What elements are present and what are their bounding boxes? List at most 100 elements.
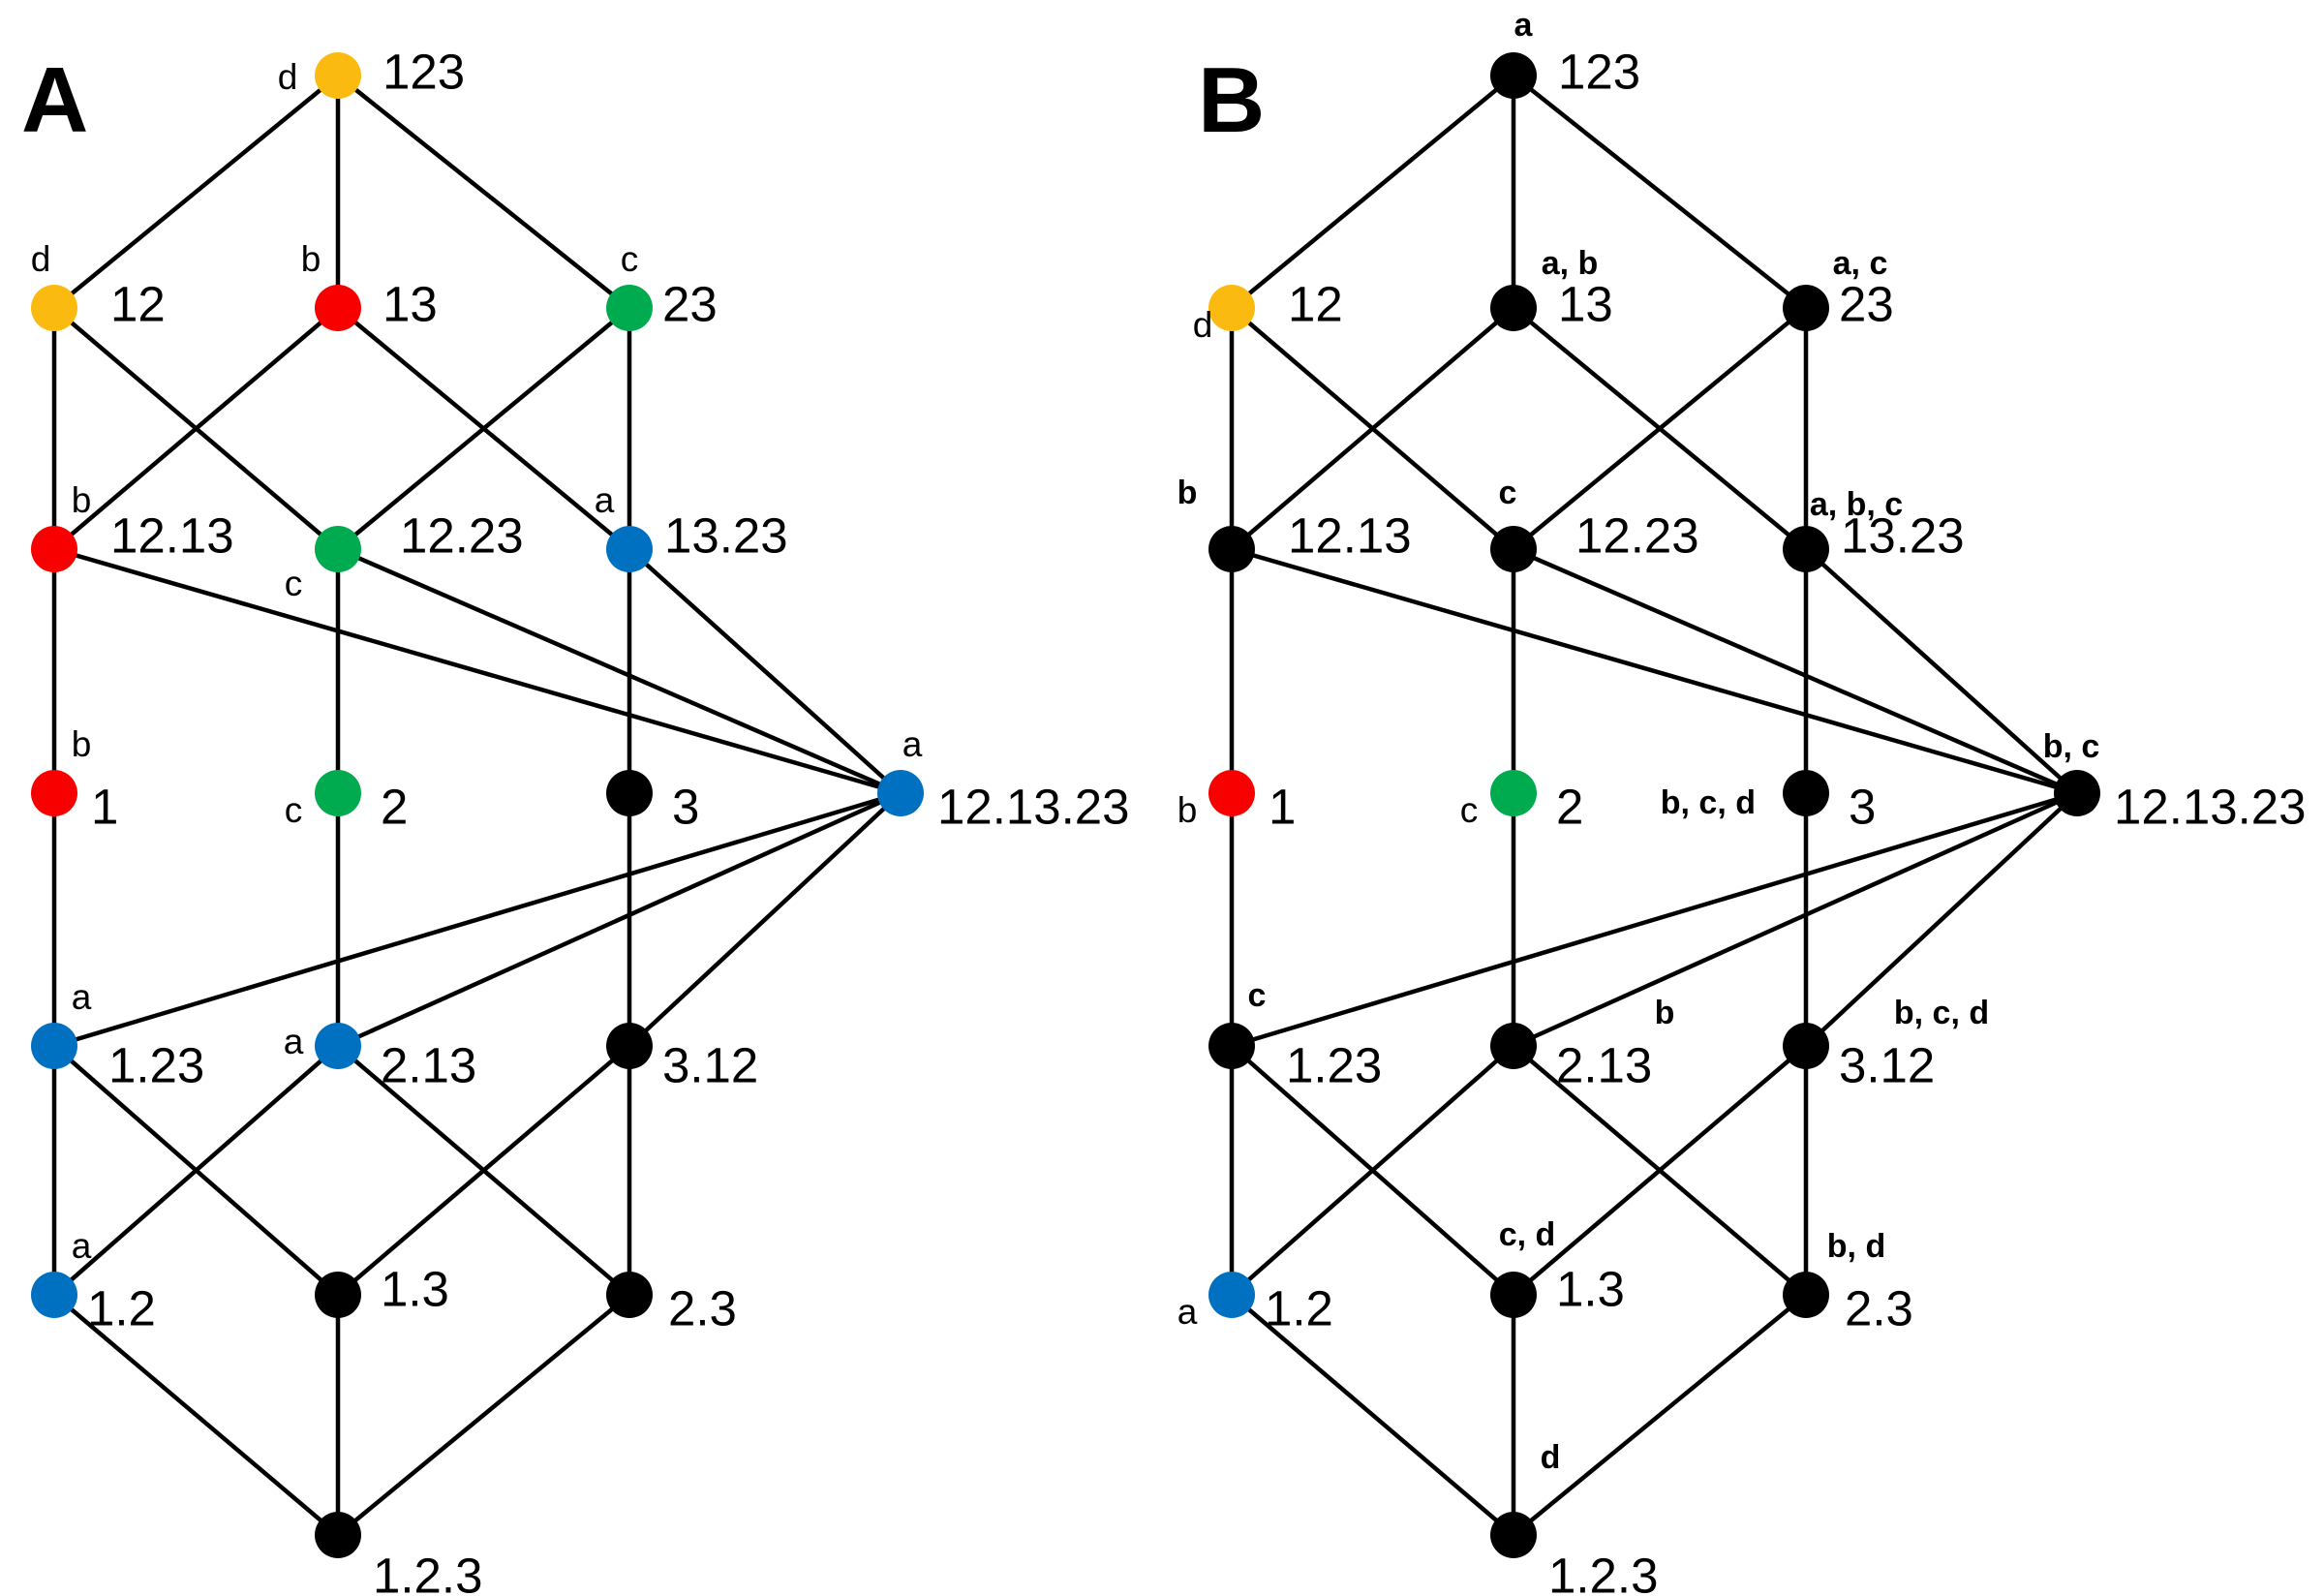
panel-a-node-label-12-13: 12.13 bbox=[110, 507, 234, 563]
panel-a-edge-12-13-23-to-3-12 bbox=[627, 791, 902, 1048]
panel-a-node-label-3: 3 bbox=[672, 779, 699, 834]
panel-b-edge-12-13-23-to-1-23 bbox=[1231, 790, 2078, 1049]
panel-a-node-marker-13 bbox=[315, 285, 361, 331]
panel-b-node-marker-2-3 bbox=[1783, 1272, 1829, 1318]
panel-a-edge-13-23-to-12-13-23 bbox=[627, 547, 902, 795]
panel-b-node-2: 2c bbox=[1460, 770, 1583, 834]
panel-b-node-marker-13-23 bbox=[1783, 526, 1829, 572]
panel-a-node-label-2: 2 bbox=[381, 779, 408, 834]
panel-a-node-annotation-12-13: b bbox=[72, 480, 92, 520]
panel-a-node-label-12-13-23: 12.13.23 bbox=[937, 779, 1130, 834]
panel-a-node-annotation-12: d bbox=[31, 239, 51, 279]
panel-b-node-marker-12-13 bbox=[1208, 526, 1255, 572]
panel-a-node-13: 13b bbox=[301, 239, 438, 332]
panel-b-node-label-12-13: 12.13 bbox=[1288, 507, 1412, 563]
panel-b-node-1-2-3: 1.2.3d bbox=[1490, 1439, 1658, 1596]
panel-b-node-label-1-3: 1.3 bbox=[1556, 1261, 1625, 1316]
panel-a-node-label-3-12: 3.12 bbox=[662, 1037, 758, 1092]
panel-a-node-annotation-1: b bbox=[72, 724, 92, 764]
panel-b-node-annotation-2-3: b, d bbox=[1827, 1228, 1885, 1265]
panel-a-edge-3-12-to-1-3 bbox=[336, 1044, 631, 1297]
panel-b-node-annotation-23: a, c bbox=[1833, 245, 1888, 282]
panel-a-node-2-3: 2.3 bbox=[606, 1272, 737, 1335]
panel-b-edge-1-2-to-1-2-3 bbox=[1230, 1293, 1515, 1537]
panel-b-node-label-1: 1 bbox=[1269, 779, 1296, 834]
panel-a-node-marker-12-13 bbox=[31, 526, 77, 572]
panel-b-node-1-23: 1.23c bbox=[1208, 977, 1382, 1092]
panel-a-node-label-23: 23 bbox=[662, 276, 718, 331]
panel-a-node-marker-3-12 bbox=[606, 1023, 653, 1069]
panel-a-node-label-1-2: 1.2 bbox=[87, 1280, 156, 1335]
panel-b-node-13: 13a, b bbox=[1490, 245, 1613, 331]
panel-a-node-marker-23 bbox=[606, 285, 653, 331]
panel-a-edge-1-2-to-1-2-3 bbox=[52, 1293, 340, 1537]
panel-b-node-annotation-1-3: c, d bbox=[1499, 1216, 1556, 1253]
panel-a-node-label-2-13: 2.13 bbox=[381, 1037, 476, 1092]
panel-a-node-marker-2-3 bbox=[606, 1272, 653, 1318]
panel-a-node-annotation-2-13: a bbox=[284, 1022, 304, 1061]
panel-a-node-12-23: 12.23c bbox=[285, 507, 524, 602]
panel-b-node-label-2-13: 2.13 bbox=[1556, 1037, 1652, 1092]
panel-b-node-label-23: 23 bbox=[1839, 276, 1894, 331]
panel-a-edge-23-to-12-23 bbox=[336, 306, 631, 551]
panel-a-edge-123-to-23 bbox=[336, 74, 631, 310]
panel-a-node-marker-1-3 bbox=[315, 1272, 361, 1318]
panel-a-node-12: 12d bbox=[31, 239, 166, 332]
panel-b-node-label-13-23: 13.23 bbox=[1841, 507, 1965, 563]
panel-a-edges bbox=[51, 74, 902, 1537]
panel-b-node-3: 3b, c, d bbox=[1661, 770, 1876, 834]
panel-a-node-marker-1-23 bbox=[31, 1023, 77, 1069]
panel-b-node-annotation-12-13-23: b, c bbox=[2043, 728, 2100, 765]
panel-a-node-13-23: 13.23a bbox=[595, 480, 788, 572]
panel-b-edge-3-12-to-1-3 bbox=[1512, 1044, 1808, 1297]
panel-b-node-label-1-2: 1.2 bbox=[1265, 1280, 1333, 1335]
panel-a-node-label-13: 13 bbox=[382, 276, 438, 331]
panel-b-edge-2-13-to-1-2 bbox=[1230, 1044, 1515, 1297]
panel-b-node-marker-2-13 bbox=[1490, 1023, 1537, 1069]
panel-a-node-label-1-3: 1.3 bbox=[381, 1261, 449, 1316]
panel-b-edge-23-to-12-23 bbox=[1512, 306, 1808, 551]
panel-b-node-label-12: 12 bbox=[1288, 276, 1343, 331]
panel-b-node-marker-12-13-23 bbox=[2054, 770, 2100, 816]
panel-b-node-marker-2 bbox=[1490, 770, 1537, 816]
panel-b-node-1-2: 1.2 a bbox=[1177, 1272, 1333, 1335]
panel-b-node-2-3: 2.3b, d bbox=[1783, 1228, 1913, 1335]
panel-b-node-annotation-1-2: a bbox=[1177, 1292, 1198, 1332]
panel-b-edges bbox=[1229, 74, 2079, 1537]
panel-b-node-label-123: 123 bbox=[1558, 44, 1640, 99]
panel-b-node-label-2: 2 bbox=[1556, 779, 1583, 834]
panel-a-node-marker-2-13 bbox=[315, 1023, 361, 1069]
panel-b-node-marker-1-3 bbox=[1490, 1272, 1537, 1318]
panel-b-node-marker-13 bbox=[1490, 285, 1537, 331]
panel-b-node-1: 1b bbox=[1177, 770, 1296, 834]
panel-a-node-12-13-23: 12.13.23a bbox=[877, 724, 1130, 834]
panel-a-node-label-13-23: 13.23 bbox=[664, 507, 788, 563]
panel-b-node-annotation-3-12: b, c, d bbox=[1894, 995, 1989, 1031]
panel-b-edge-12-23-to-12-13-23 bbox=[1513, 546, 2078, 796]
panel-a-node-marker-2 bbox=[315, 770, 361, 816]
panel-b-edge-123-to-12 bbox=[1230, 74, 1515, 310]
panel-b-node-annotation-3: b, c, d bbox=[1661, 784, 1756, 821]
panel-a-node-label-1: 1 bbox=[91, 779, 118, 834]
panel-b-node-marker-1-2-3 bbox=[1490, 1512, 1537, 1558]
panel-b-node-marker-1 bbox=[1208, 770, 1255, 816]
panel-a-node-label-1-23: 1.23 bbox=[108, 1037, 204, 1092]
panel-b-edge-13-23-to-12-13-23 bbox=[1804, 547, 2079, 795]
panel-a-node-marker-1-2-3 bbox=[315, 1512, 361, 1558]
panel-a-node-marker-12-23 bbox=[315, 526, 361, 572]
panel-b-node-label-12-23: 12.23 bbox=[1575, 507, 1699, 563]
panel-a-node-1-23: 1.23a bbox=[31, 977, 204, 1092]
panel-a-edge-12-13-to-12-13-23 bbox=[53, 546, 902, 796]
panel-a-node-1: 1b bbox=[31, 724, 118, 834]
panel-b-edge-12-13-to-12-13-23 bbox=[1231, 546, 2078, 796]
panel-a-node-marker-1-2 bbox=[31, 1272, 77, 1318]
panel-a-node-label-12-23: 12.23 bbox=[400, 507, 524, 563]
panel-a-edge-123-to-12 bbox=[52, 74, 340, 310]
panel-a-node-3: 3 bbox=[606, 770, 699, 834]
panel-a-node-1-3: 1.3 bbox=[315, 1261, 449, 1318]
panel-b-node-marker-12-23 bbox=[1490, 526, 1537, 572]
panel-a-node-2: 2c bbox=[285, 770, 408, 834]
